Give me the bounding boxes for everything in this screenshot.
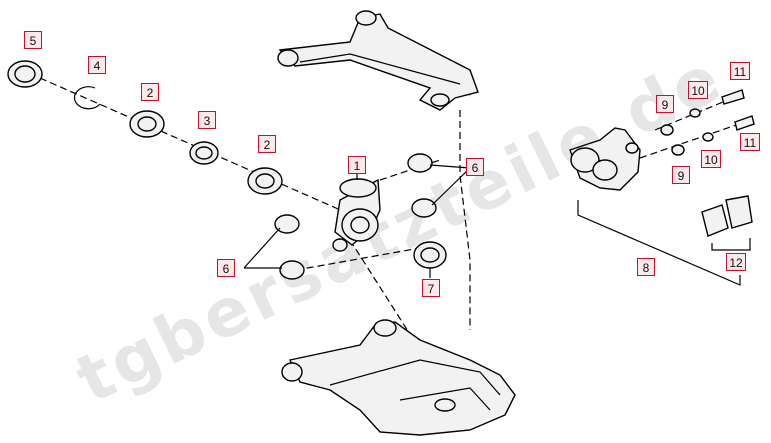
- upper-swing-arm: [277, 10, 479, 111]
- callout-11-lower: 11: [740, 133, 760, 151]
- part-5-seal: [7, 60, 43, 88]
- part-4-circlip: [73, 86, 101, 110]
- part-6-washers: [274, 153, 437, 280]
- brake-pads: [701, 195, 753, 237]
- part-2-bearing-left: [129, 110, 165, 138]
- callout-6-upper: 6: [466, 158, 484, 176]
- callout-1: 1: [348, 156, 366, 174]
- callout-12: 12: [726, 253, 746, 271]
- callout-10-upper: 10: [688, 81, 708, 99]
- callout-8: 8: [637, 258, 655, 276]
- callout-3: 3: [198, 111, 216, 129]
- callout-9-upper: 9: [656, 95, 674, 113]
- part-1-knuckle-housing: [332, 178, 381, 252]
- bolts-and-washers: [660, 89, 755, 156]
- lower-swing-arm: [281, 319, 516, 436]
- callout-9-lower: 9: [672, 166, 690, 184]
- axis-line-vertical: [459, 110, 471, 330]
- callout-7: 7: [422, 279, 440, 297]
- callout-5: 5: [24, 31, 42, 49]
- leader-12: [711, 238, 751, 251]
- leader-6-lower: [243, 227, 282, 269]
- part-2-bearing-center: [247, 167, 283, 195]
- axis-line-lower: [284, 247, 421, 273]
- axis-line-left: [39, 77, 346, 213]
- callout-4: 4: [88, 56, 106, 74]
- leader-6-upper: [429, 164, 471, 206]
- leader-8: [577, 200, 741, 286]
- callout-11-upper: 11: [730, 62, 750, 80]
- callout-6-lower: 6: [217, 259, 235, 277]
- brake-caliper: [569, 127, 641, 191]
- part-7-seal: [413, 241, 447, 269]
- callout-2-center: 2: [258, 135, 276, 153]
- part-3-spacer: [189, 141, 219, 165]
- callout-2-left: 2: [141, 83, 159, 101]
- callout-10-lower: 10: [701, 150, 721, 168]
- axis-line-caliper-2: [639, 121, 746, 159]
